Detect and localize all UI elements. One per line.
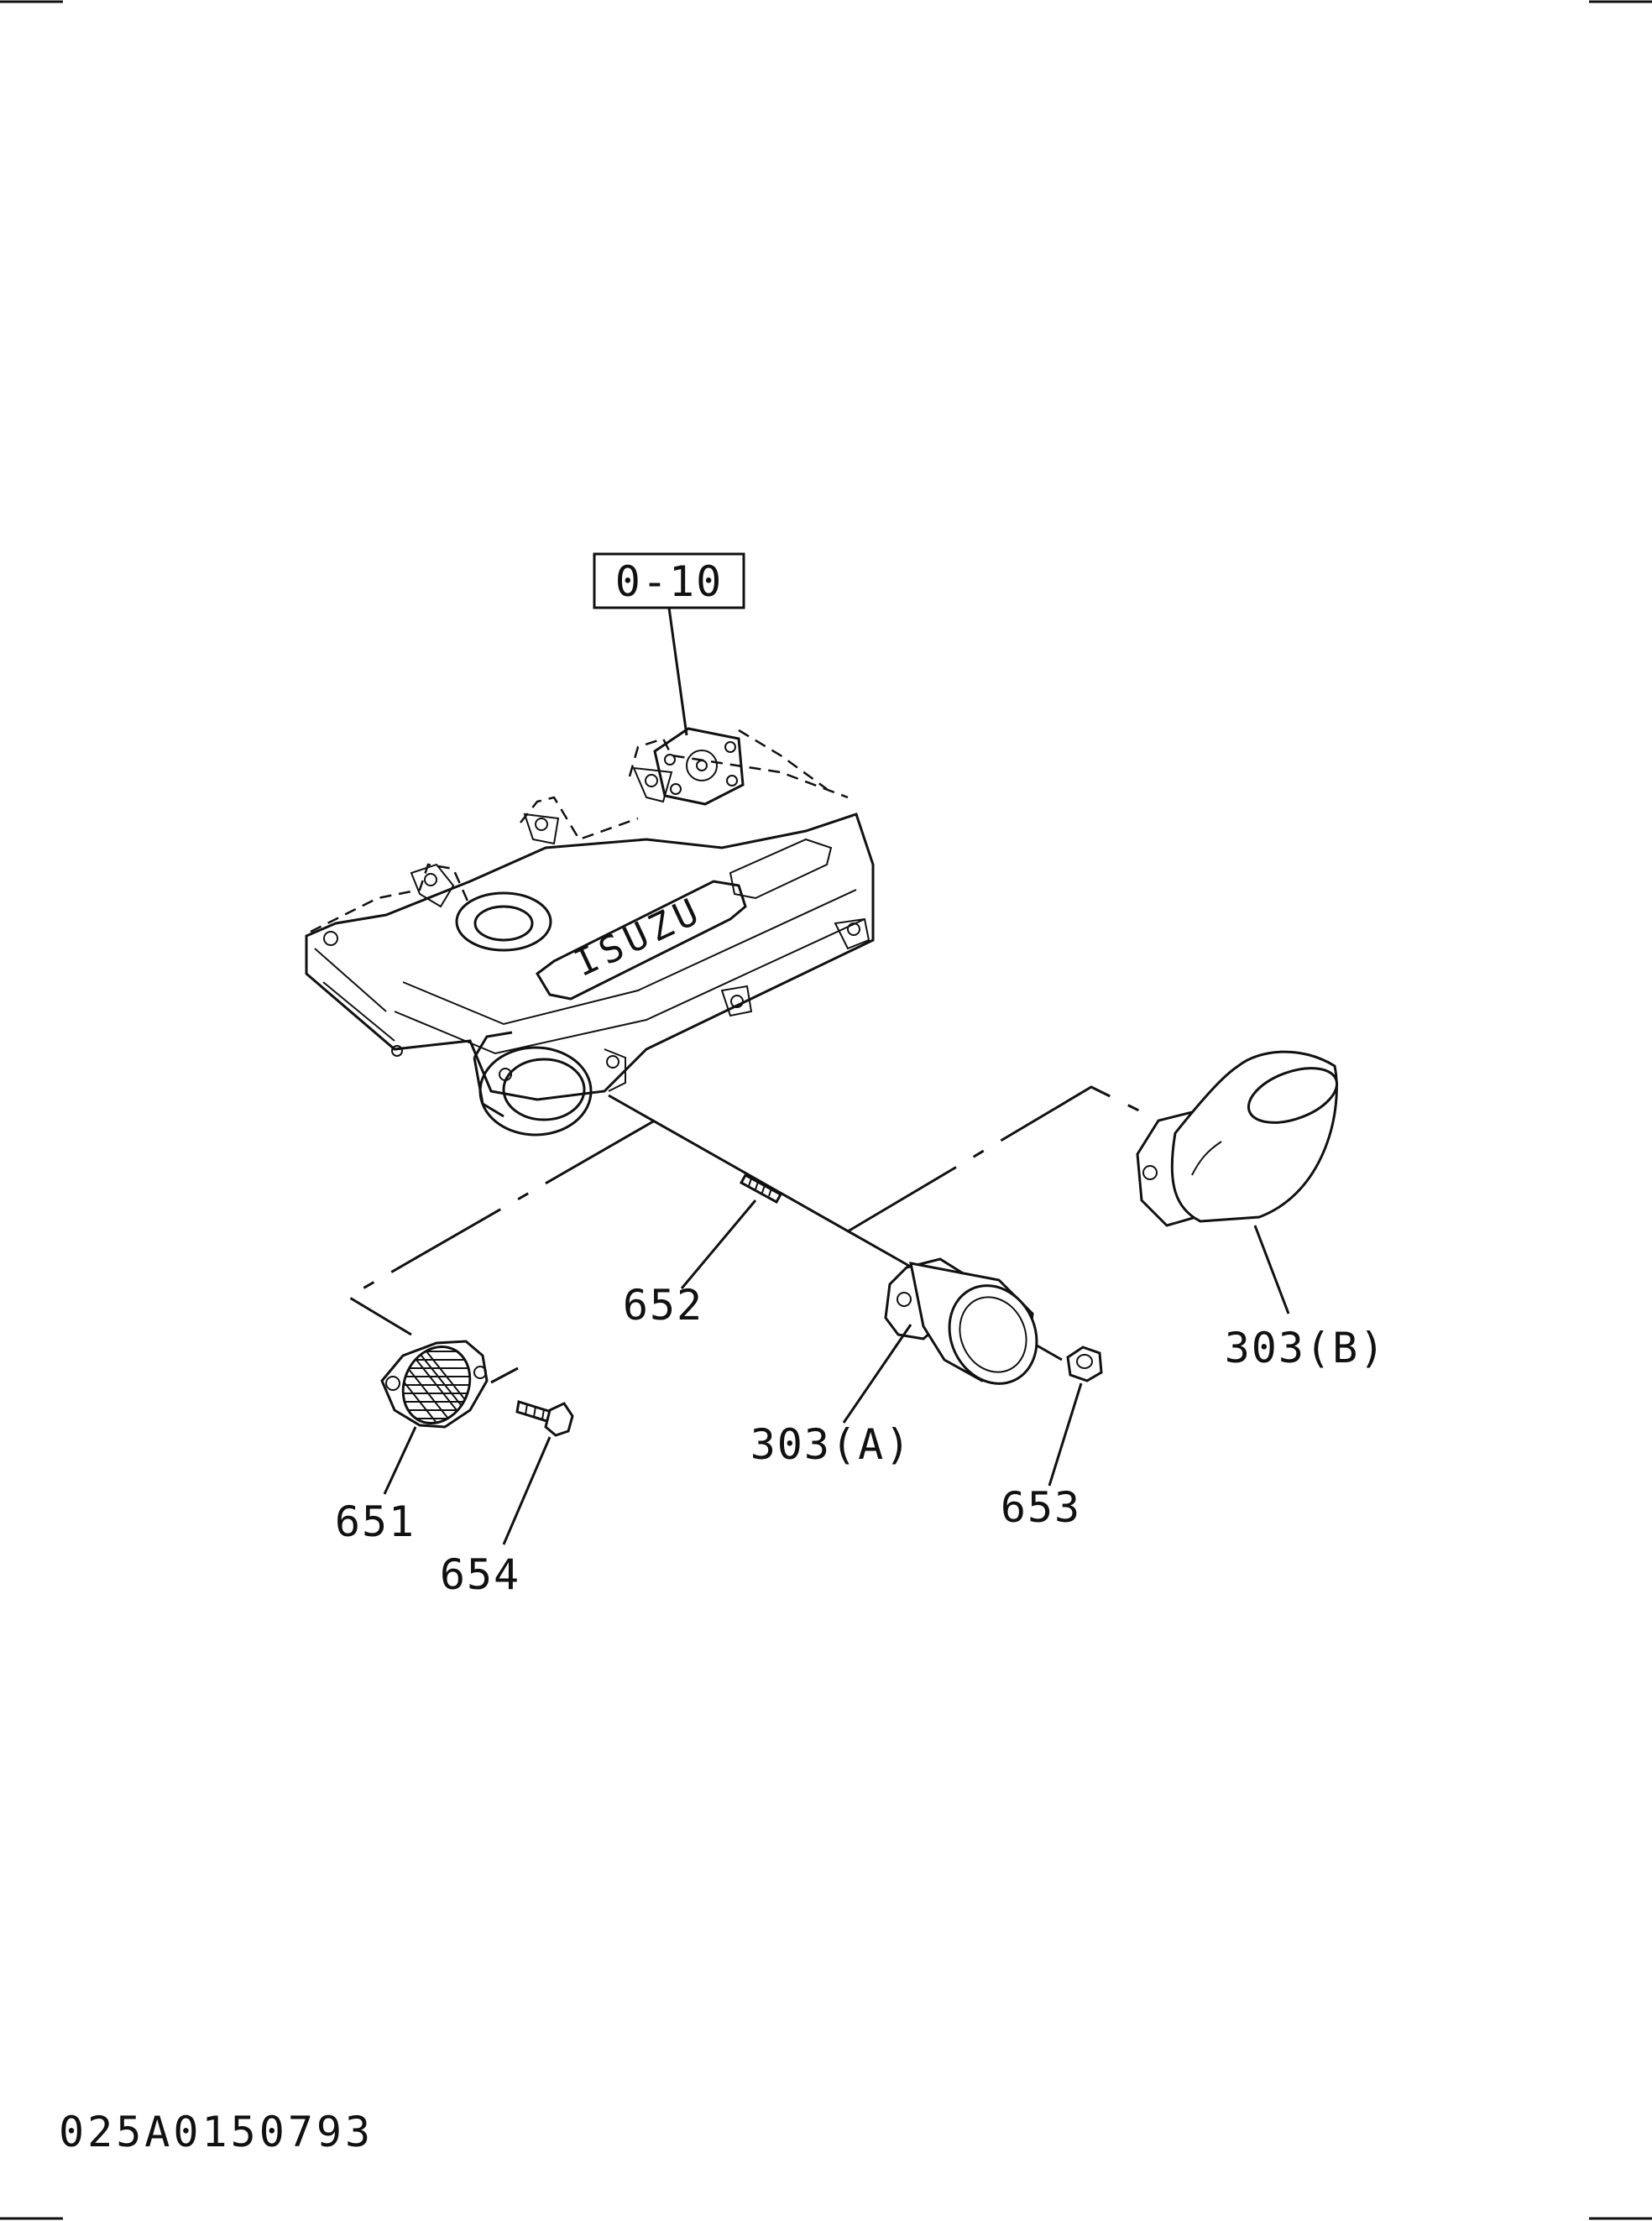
head-cover-drawing: ISUZU bbox=[305, 727, 875, 1137]
bolt-654-drawing bbox=[502, 1400, 574, 1545]
nut-653-drawing bbox=[1048, 1346, 1103, 1487]
brand-label: ISUZU bbox=[567, 889, 709, 985]
stud-652-drawing bbox=[680, 1173, 783, 1289]
callout-652: 652 bbox=[623, 1281, 703, 1330]
reference-box: 0-10 bbox=[593, 552, 745, 736]
callout-303a: 303(A) bbox=[750, 1420, 912, 1469]
callout-303b: 303(B) bbox=[1225, 1324, 1387, 1372]
callout-651: 651 bbox=[335, 1497, 416, 1546]
pipe-303b-drawing bbox=[1136, 1050, 1339, 1314]
callout-653: 653 bbox=[1001, 1483, 1081, 1532]
reference-box-label: 0-10 bbox=[615, 557, 723, 606]
pipe-303a-drawing bbox=[842, 1257, 1038, 1424]
drawing-code: 025A0150793 bbox=[59, 2108, 374, 2156]
strainer-651-drawing bbox=[380, 1340, 489, 1495]
callout-654: 654 bbox=[440, 1550, 520, 1599]
